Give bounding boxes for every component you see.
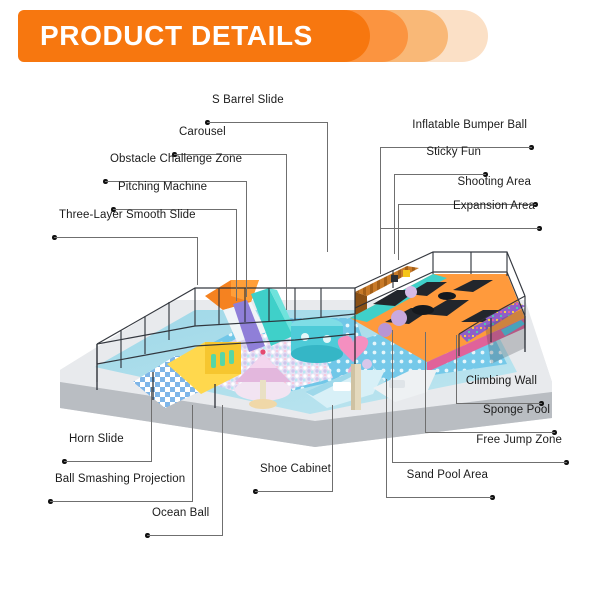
callout-leader-v	[392, 330, 393, 462]
callout-leader-h	[113, 209, 237, 210]
callout-label: Obstacle Challenge Zone	[110, 153, 243, 165]
callout-leader-h	[207, 122, 328, 123]
header-banner: PRODUCT DETAILS	[0, 0, 600, 72]
callout-label: Sticky Fun	[426, 146, 481, 158]
callout-leader-h	[50, 501, 193, 502]
callout-leader-v	[236, 209, 237, 301]
callout-label: S Barrel Slide	[212, 94, 284, 106]
callout-leader-h	[380, 228, 540, 229]
callout-leader-h	[54, 237, 198, 238]
callout-leader-h	[255, 491, 333, 492]
callout-leader-v	[192, 405, 193, 501]
callout-leader-h	[64, 461, 152, 462]
callout-leader-v	[425, 332, 426, 432]
callout-leader-v	[286, 154, 287, 310]
callout-leader-v	[332, 405, 333, 491]
callout-label: Expansion Area	[453, 200, 535, 212]
callout-label: Sand Pool Area	[406, 469, 488, 481]
callout-label: Carousel	[179, 126, 226, 138]
callout-leader-h	[386, 497, 493, 498]
callout-leader-h	[147, 535, 223, 536]
callout-leader-v	[222, 405, 223, 535]
callout-leader-v	[246, 181, 247, 297]
page-title: PRODUCT DETAILS	[40, 20, 313, 51]
callout-leader-h	[392, 462, 567, 463]
callout-label: Free Jump Zone	[476, 434, 562, 446]
callout-label: Shooting Area	[457, 176, 531, 188]
callout-leader-h	[394, 174, 486, 175]
callout-label: Horn Slide	[69, 433, 124, 445]
callout-leader-v	[456, 335, 457, 403]
callout-leader-h	[105, 181, 247, 182]
callout-label: Shoe Cabinet	[260, 463, 331, 475]
callout-label: Ball Smashing Projection	[55, 473, 186, 485]
callout-label: Three-Layer Smooth Slide	[59, 209, 196, 221]
callout-label: Inflatable Bumper Ball	[412, 119, 527, 131]
playground-illustration	[55, 222, 555, 452]
callout-leader-h	[380, 147, 532, 148]
callout-label: Sponge Pool	[483, 404, 550, 416]
callout-label: Pitching Machine	[118, 181, 208, 193]
callout-leader-h	[174, 154, 287, 155]
callout-label: Climbing Wall	[465, 375, 537, 387]
callout-leader-v	[151, 387, 152, 461]
callout-label: Ocean Ball	[152, 507, 210, 519]
callout-leader-v	[380, 147, 381, 247]
callout-leader-v	[197, 237, 198, 285]
callout-leader-h	[425, 432, 555, 433]
callout-leader-v	[394, 174, 395, 254]
callout-leader-v	[380, 228, 381, 274]
callout-leader-v	[398, 204, 399, 260]
callout-leader-h	[398, 204, 536, 205]
callout-leader-h	[456, 403, 542, 404]
banner-layer-1	[18, 10, 370, 62]
callout-leader-v	[327, 122, 328, 252]
callout-leader-v	[386, 379, 387, 497]
